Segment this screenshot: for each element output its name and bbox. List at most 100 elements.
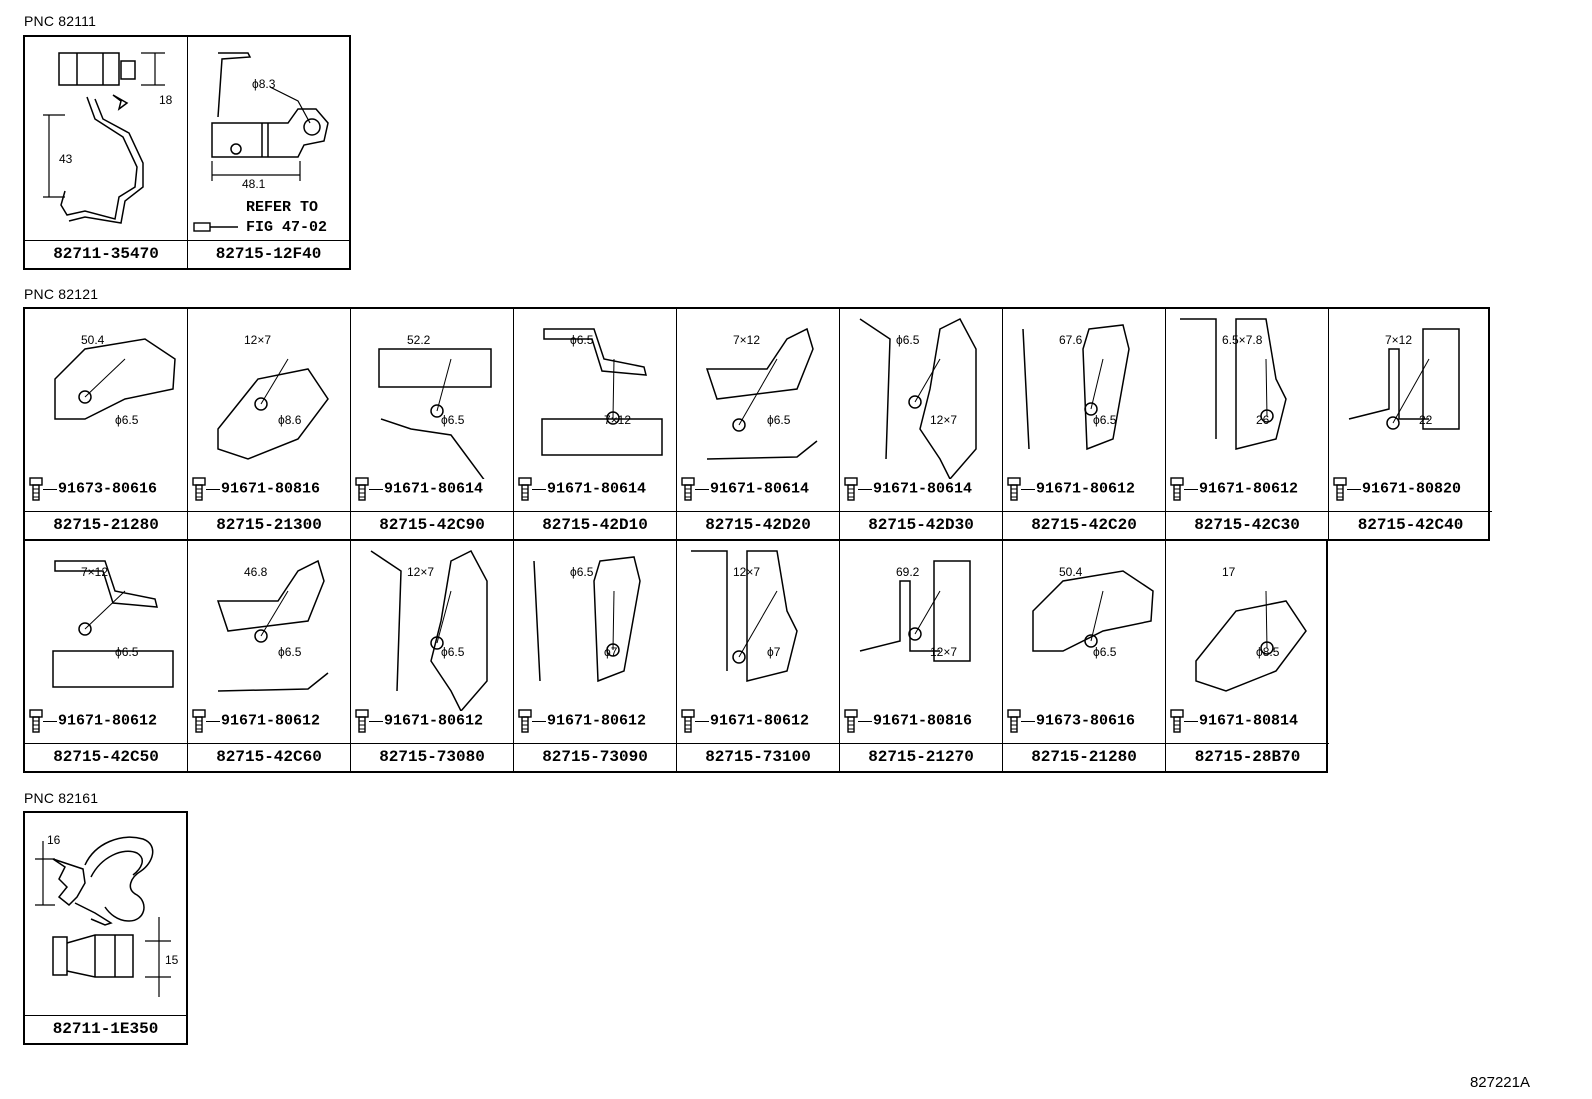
part-number: 82715-42C40 <box>1329 511 1492 539</box>
dim-label: 12×7 <box>930 645 958 659</box>
bolt-callout: 91671-80820 <box>1333 477 1461 503</box>
bolt-part-number: 91671-80612 <box>1036 480 1136 498</box>
part-cell-82711-1E350[interactable]: 16 15 82711-1E350 <box>25 813 186 1043</box>
dim-label: ϕ8.5 <box>1256 645 1280 659</box>
bracket-drawing <box>705 327 818 460</box>
dim-label: 67.6 <box>1059 333 1083 347</box>
dim-label: 18 <box>159 93 173 107</box>
part-number: 82715-73080 <box>351 743 513 771</box>
dim-label: 12×7 <box>733 565 761 579</box>
bolt-icon <box>355 477 369 501</box>
dim-label: 46.8 <box>244 565 268 579</box>
dim-label: ϕ7 <box>767 645 781 659</box>
bolt-callout: 91671-80612 <box>518 709 646 735</box>
part-number: 82715-42C20 <box>1003 511 1165 539</box>
part-number: 82715-12F40 <box>188 240 349 268</box>
clip-drawing <box>43 52 165 224</box>
bolt-icon <box>1007 709 1021 733</box>
part-number: 82715-28B70 <box>1166 743 1329 771</box>
clip-drawing <box>35 836 171 997</box>
refer-note: REFER TO <box>246 199 319 216</box>
bolt-icon <box>518 709 532 733</box>
bracket-drawing <box>859 560 971 662</box>
bracket-drawing <box>1032 570 1154 652</box>
bracket-drawing <box>217 358 329 460</box>
bolt-part-number: 91673-80616 <box>1036 712 1136 730</box>
figure-code: 827221A <box>1469 1074 1530 1091</box>
part-number: 82715-42C60 <box>188 743 350 771</box>
bolt-callout: 91671-80612 <box>1007 477 1135 503</box>
bolt-part-number: 91671-80614 <box>873 480 973 498</box>
bolt-icon <box>192 709 206 733</box>
bracket-drawing <box>1022 324 1130 451</box>
part-number: 82715-42D30 <box>840 511 1002 539</box>
bolt-icon <box>518 477 532 501</box>
dim-label: ϕ6.5 <box>896 333 920 347</box>
bolt-icon <box>1333 477 1347 501</box>
part-number: 82715-21270 <box>840 743 1002 771</box>
dim-label: ϕ6.5 <box>115 413 139 427</box>
group-label-82121: PNC 82121 <box>24 286 99 302</box>
part-cell-82715-12F40[interactable]: ϕ8.3 48.1 REFER TO FIG 47-02 82715-12F40 <box>188 37 349 268</box>
part-number: 82715-21280 <box>1003 743 1165 771</box>
part-number: 82711-1E350 <box>25 1015 186 1043</box>
bolt-icon <box>1007 477 1021 501</box>
dim-label: 7×12 <box>1385 333 1413 347</box>
dim-label: 7×12 <box>604 413 632 427</box>
bolt-icon <box>681 477 695 501</box>
part-number: 82715-21280 <box>25 511 187 539</box>
bolt-part-number: 91671-80614 <box>384 480 484 498</box>
part-number: 82715-21300 <box>188 511 350 539</box>
bolt-icon <box>844 709 858 733</box>
bolt-part-number: 91671-80816 <box>873 712 973 730</box>
bolt-icon <box>355 709 369 733</box>
bolt-callout: 91671-80612 <box>681 709 809 735</box>
part-cell-82715-73100[interactable]: 12×7 ϕ7 91671-80612 82715-73100 <box>677 541 840 771</box>
bolt-part-number: 91671-80820 <box>1362 480 1462 498</box>
group-grid-82111: 18 43 82711-35470 ϕ8.3 4 <box>23 35 351 270</box>
dim-label: 50.4 <box>1059 565 1083 579</box>
part-number: 82715-73090 <box>514 743 676 771</box>
dim-label: ϕ6.5 <box>115 645 139 659</box>
bolt-icon <box>1170 709 1184 733</box>
bolt-icon <box>844 477 858 501</box>
dim-label: ϕ6.5 <box>278 645 302 659</box>
bracket-drawing <box>370 550 488 711</box>
part-cell-82711-35470[interactable]: 18 43 82711-35470 <box>25 37 188 268</box>
dim-label: 12×7 <box>407 565 435 579</box>
part-number: 82715-42C90 <box>351 511 513 539</box>
dim-label: 16 <box>47 833 61 847</box>
dim-label: 12×7 <box>244 333 272 347</box>
bracket-drawing <box>54 338 176 420</box>
bracket-drawing <box>52 560 174 688</box>
dim-label: 7×12 <box>733 333 761 347</box>
part-number: 82715-42D10 <box>514 511 676 539</box>
dim-label: 7×12 <box>81 565 109 579</box>
bolt-callout: 91671-80612 <box>29 709 157 735</box>
bolt-callout: 91671-80614 <box>518 477 646 503</box>
bracket-drawing <box>533 556 641 683</box>
bolt-icon <box>1170 477 1184 501</box>
dim-label: ϕ6.5 <box>767 413 791 427</box>
bracket-drawing <box>859 318 977 479</box>
dim-label: ϕ7 <box>604 645 618 659</box>
part-number: 82715-73100 <box>677 743 839 771</box>
dim-label: 15 <box>165 953 179 967</box>
